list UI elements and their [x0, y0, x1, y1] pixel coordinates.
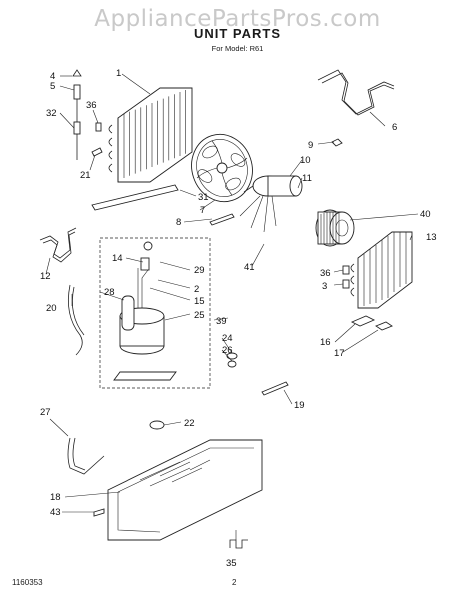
fan-blade — [191, 133, 253, 203]
tube-6 — [317, 69, 395, 115]
callout-28: 28 — [104, 287, 115, 298]
callout-21: 21 — [80, 170, 91, 181]
bracket-17 — [375, 321, 393, 331]
screw-43 — [93, 508, 105, 517]
compressor — [113, 241, 177, 381]
callout-32: 32 — [46, 108, 57, 119]
sensor-bulb — [72, 69, 82, 160]
callout-14: 14 — [112, 253, 123, 264]
callout-3: 3 — [322, 281, 327, 292]
base-pan — [107, 439, 263, 541]
callout-43: 43 — [50, 507, 61, 518]
shroud-strip — [91, 184, 179, 211]
callout-7: 7 — [200, 205, 205, 216]
clip-21 — [91, 147, 103, 157]
callout-10: 10 — [300, 155, 311, 166]
callout-35: 35 — [226, 558, 237, 569]
wire-harness — [67, 284, 83, 356]
tube-27 — [67, 437, 105, 475]
element-19 — [261, 381, 289, 396]
callout-13: 13 — [426, 232, 437, 243]
callout-11: 11 — [302, 173, 312, 184]
callout-29: 29 — [194, 265, 205, 276]
bracket-16 — [350, 315, 376, 327]
callout-22: 22 — [184, 418, 195, 429]
callout-41: 41 — [244, 262, 255, 273]
clip-9 — [331, 138, 343, 147]
callout-36a: 36 — [86, 100, 97, 111]
screw-8 — [209, 213, 235, 226]
callout-numbers: 1 4 5 36 32 21 31 7 8 6 9 10 11 40 13 41… — [40, 68, 437, 569]
grommet-22 — [149, 420, 165, 430]
leader-lines — [45, 73, 419, 540]
callout-4: 4 — [50, 71, 55, 82]
callout-9: 9 — [308, 140, 313, 151]
callout-24: 24 — [222, 333, 233, 344]
clip-36b — [342, 265, 350, 275]
clip-36a — [95, 122, 102, 132]
condenser-coil — [108, 87, 193, 183]
callout-40: 40 — [420, 209, 431, 220]
washer-26 — [227, 360, 237, 368]
evaporator-coil — [350, 231, 413, 309]
callout-27: 27 — [40, 407, 51, 418]
watermark: AppliancePartsPros.com — [94, 6, 381, 32]
callout-19: 19 — [294, 400, 305, 411]
blower-wheel — [315, 209, 355, 247]
callout-18: 18 — [50, 492, 61, 503]
clip-35 — [229, 539, 248, 549]
tube-12 — [39, 227, 77, 259]
callout-17: 17 — [334, 348, 345, 359]
fan-motor — [239, 175, 303, 233]
diagram-title: UNIT PARTS — [193, 26, 282, 41]
model-line: For Model: R61 — [211, 44, 264, 53]
page-number: 2 — [232, 578, 237, 587]
callout-6: 6 — [392, 122, 397, 133]
callout-5: 5 — [50, 81, 55, 92]
clip-3 — [342, 279, 350, 289]
callout-25: 25 — [194, 310, 205, 321]
callout-31: 31 — [198, 192, 209, 203]
callout-36b: 36 — [320, 268, 331, 279]
callout-26: 26 — [222, 345, 233, 356]
callout-8: 8 — [176, 217, 181, 228]
callout-20: 20 — [46, 303, 57, 314]
document-code: 1160353 — [12, 578, 43, 587]
callout-15: 15 — [194, 296, 205, 307]
callout-12: 12 — [40, 271, 51, 282]
compressor-group-outline — [99, 237, 211, 389]
callout-39: 39 — [216, 316, 227, 327]
callout-2: 2 — [194, 284, 199, 295]
callout-16: 16 — [320, 337, 331, 348]
callout-1: 1 — [116, 68, 121, 79]
